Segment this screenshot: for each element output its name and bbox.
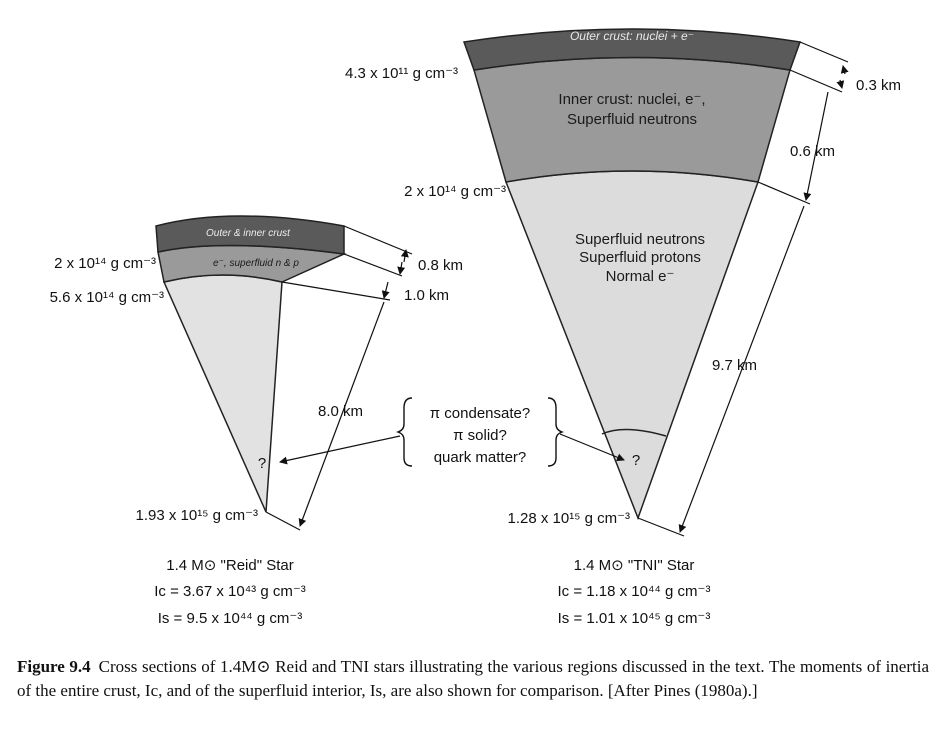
reid-inner-layer-label: e⁻, superfluid n & p [213,258,299,269]
reid-dist-outer: 0.8 km [418,257,463,274]
caption-text: Cross sections of 1.4M⊙ Reid and TNI sta… [17,657,929,700]
figure-label: Figure 9.4 [17,657,91,676]
tni-dimension-lines [637,41,849,537]
tni-density-inner: 2 x 10¹⁴ g cm⁻³ [404,183,506,200]
reid-core-region [162,274,283,513]
core-option-pion-condensate: π condensate? [430,405,530,422]
core-option-pion-solid: π solid? [453,427,507,444]
tni-inner-core-boundary [601,428,667,437]
reid-star-name: 1.4 M⊙ "Reid" Star [166,557,293,574]
reid-density-outer: 2 x 10¹⁴ g cm⁻³ [54,255,156,272]
core-options-brace [395,397,565,467]
core-option-arrows [279,433,625,465]
tni-ic: Ic = 1.18 x 10⁴⁴ g cm⁻³ [558,583,711,600]
tni-star-wedge [462,28,802,521]
reid-star-wedge [155,215,347,513]
tni-density-outer: 4.3 x 10¹¹ g cm⁻³ [345,65,458,82]
reid-dist-core: 8.0 km [318,403,363,420]
tni-core-label-2: Superfluid protons [579,249,701,266]
tni-dist-inner: 0.6 km [790,143,835,160]
neutron-star-cross-sections: Outer crust: nuclei + e⁻ Inner crust: nu… [50,28,901,627]
tni-core-question: ? [632,452,640,469]
tni-inner-crust-label-2: Superfluid neutrons [567,111,697,128]
tni-dist-outer: 0.3 km [856,77,901,94]
tni-dist-core: 9.7 km [712,357,757,374]
tni-star-name: 1.4 M⊙ "TNI" Star [574,557,695,574]
reid-ic: Ic = 3.67 x 10⁴³ g cm⁻³ [154,583,306,600]
tni-outer-crust-region [462,28,802,71]
tni-density-center: 1.28 x 10¹⁵ g cm⁻³ [507,510,630,527]
reid-is: Is = 9.5 x 10⁴⁴ g cm⁻³ [158,610,303,627]
reid-density-inner: 5.6 x 10¹⁴ g cm⁻³ [50,289,164,306]
tni-core-label-3: Normal e⁻ [606,268,675,285]
reid-density-center: 1.93 x 10¹⁵ g cm⁻³ [135,507,258,524]
tni-outer-crust-label: Outer crust: nuclei + e⁻ [570,29,694,43]
tni-core-label-1: Superfluid neutrons [575,231,705,248]
tni-is: Is = 1.01 x 10⁴⁵ g cm⁻³ [558,610,711,627]
reid-core-question: ? [258,455,266,472]
reid-dimension-lines [265,225,413,531]
reid-dist-inner: 1.0 km [404,287,449,304]
reid-outer-crust-label: Outer & inner crust [206,228,291,239]
tni-inner-crust-label-1: Inner crust: nuclei, e⁻, [558,91,705,108]
core-option-quark-matter: quark matter? [434,449,527,466]
